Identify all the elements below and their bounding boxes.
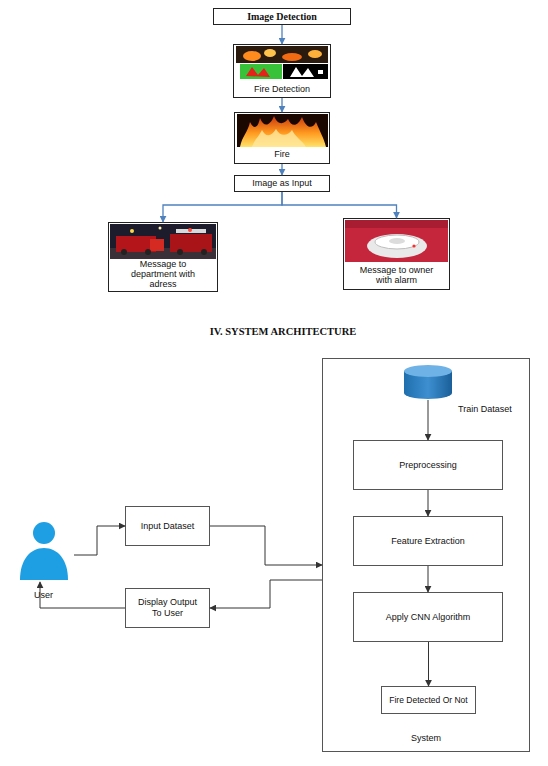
user-actor: User (18, 522, 74, 582)
node-text: Fire Detection (254, 84, 310, 95)
node-text: Image as Input (252, 178, 312, 189)
node-text: Image Detection (247, 11, 317, 23)
node-text: User (34, 590, 53, 601)
section-heading: IV. SYSTEM ARCHITECTURE (158, 326, 408, 337)
flow-arrow (282, 192, 397, 218)
flow-arrow (210, 580, 322, 608)
node-text: Preprocessing (399, 460, 457, 471)
fire-detection-photo (236, 46, 328, 79)
flow-arrow (428, 490, 429, 516)
result-box: Fire Detected Or Not (381, 686, 476, 714)
image-box: Message to department with adress (108, 222, 218, 292)
flow-arrow (428, 642, 429, 686)
process-box: Preprocessing (353, 440, 503, 490)
flow-arrow (281, 164, 282, 175)
fire-truck-photo (110, 224, 216, 259)
process-box: Input Dataset (125, 506, 210, 546)
node-text: Fire Detected Or Not (389, 695, 467, 705)
node-text: Message to department with adress (123, 259, 203, 289)
process-box: Image as Input (234, 175, 330, 192)
fire-photo (237, 114, 328, 147)
smoke-alarm-photo (345, 220, 448, 262)
flow-arrow (281, 98, 282, 112)
flow-arrow (74, 526, 125, 555)
image-box: Fire Detection (233, 44, 331, 98)
image-box: Message to owner with alarm (343, 218, 450, 290)
node-text: Fire (274, 149, 290, 160)
node-text: Apply CNN Algorithm (386, 612, 471, 623)
database-node: Train Dataset (404, 364, 452, 400)
process-box: Apply CNN Algorithm (353, 592, 503, 642)
process-box: Feature Extraction (353, 516, 503, 566)
user-icon (20, 522, 68, 580)
node-text: Feature Extraction (391, 536, 465, 547)
database-icon (404, 365, 452, 399)
node-text: System (323, 733, 529, 744)
title-box: Image Detection (213, 8, 351, 25)
node-text: Display Output To User (136, 597, 199, 619)
node-text: Input Dataset (141, 521, 195, 532)
system-boundary: System Train DatasetPreprocessingFeature … (322, 358, 530, 752)
flow-arrow (210, 526, 322, 565)
flow-arrow (281, 25, 282, 44)
flow-arrow (163, 192, 282, 222)
flow-arrow (428, 400, 429, 440)
process-box: Display Output To User (125, 588, 210, 628)
image-box: Fire (234, 112, 330, 164)
node-text: Message to owner with alarm (356, 265, 437, 285)
flow-arrow (428, 566, 429, 592)
node-text: Train Dataset (458, 404, 512, 415)
